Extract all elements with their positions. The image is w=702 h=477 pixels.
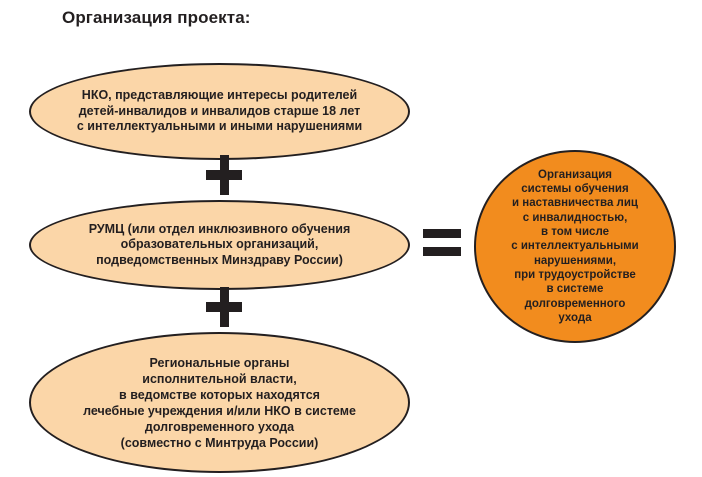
diagram-title: Организация проекта:: [62, 8, 251, 27]
ngo-label: НКО, представляющие интересы родителей д…: [76, 88, 363, 134]
result-label: Организация системы обучения и наставнич…: [511, 168, 639, 324]
result-circle: Организация системы обучения и наставнич…: [474, 150, 676, 343]
rumc-ellipse: РУМЦ (или отдел инклюзивного обучения об…: [29, 200, 410, 290]
regional-authorities-ellipse: Региональные органы исполнительной власт…: [29, 332, 410, 473]
regional-authorities-label: Региональные органы исполнительной власт…: [83, 355, 356, 450]
plus-sign-2: [206, 287, 242, 327]
ngo-ellipse: НКО, представляющие интересы родителей д…: [29, 63, 410, 160]
plus-sign-1: [206, 155, 242, 195]
equals-sign: [423, 229, 461, 261]
rumc-label: РУМЦ (или отдел инклюзивного обучения об…: [88, 221, 351, 267]
